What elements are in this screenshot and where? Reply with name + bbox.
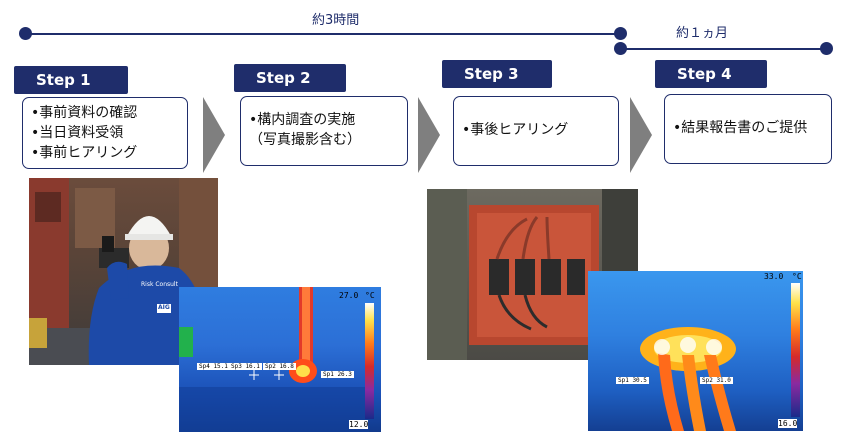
step-2-tab: Step 2 xyxy=(234,64,346,92)
step-3-tab: Step 3 xyxy=(442,60,552,88)
spot-tag: Sp1 30.5 xyxy=(616,377,649,384)
timeline-label-phase1: 約3時間 xyxy=(312,13,360,28)
timeline-line-phase2 xyxy=(621,48,827,50)
spot-tag: Sp2 16.8 xyxy=(263,363,296,370)
timeline-phase2-start-dot xyxy=(614,42,627,55)
spot-tag: Sp2 31.0 xyxy=(700,377,733,384)
chevron-arrow-icon xyxy=(203,97,225,173)
step-1-line-3: •事前ヒアリング xyxy=(31,145,138,161)
scale-max-label: 27.0 xyxy=(339,291,359,300)
scale-min-label: 16.0 xyxy=(778,419,798,428)
step-4-line-1: •結果報告書のご提供 xyxy=(673,120,808,136)
step-4-tab: Step 4 xyxy=(655,60,767,88)
thermal-image-2-graphic xyxy=(640,327,736,431)
step-1-line-2: •当日資料受領 xyxy=(31,125,124,141)
thermal-image-1: Sp4 15.1 Sp3 16.1 Sp2 16.8 Sp1 26.3 27.0… xyxy=(179,287,381,432)
timeline-label-phase2: 約１ヵ月 xyxy=(676,26,729,41)
spot-tag: Sp3 16.1 xyxy=(229,363,262,370)
thermal-image-1-graphic xyxy=(179,287,369,432)
spot-tag: Sp1 26.3 xyxy=(321,371,354,378)
step-2-box: •構内調査の実施 （写真撮影含む） xyxy=(240,96,408,166)
scale-unit-label: °C xyxy=(365,291,375,300)
timeline-end-dot xyxy=(820,42,833,55)
step-2-line-2: （写真撮影含む） xyxy=(249,132,361,148)
aig-badge: AIG xyxy=(158,304,170,311)
chevron-arrow-icon xyxy=(418,97,440,173)
scale-max-label: 33.0 xyxy=(764,272,784,281)
step-1-box: •事前資料の確認 •当日資料受領 •事前ヒアリング xyxy=(22,97,188,169)
step-2-line-1: •構内調査の実施 xyxy=(249,112,356,128)
temperature-scale-bar xyxy=(365,303,374,419)
step-3-line-1: •事後ヒアリング xyxy=(462,122,569,138)
chevron-arrow-icon xyxy=(630,97,652,173)
timeline-line-phase1 xyxy=(25,33,621,35)
temperature-scale-bar xyxy=(791,283,800,417)
step-3-box: •事後ヒアリング xyxy=(453,96,619,166)
timeline-mid-dot xyxy=(614,27,627,40)
timeline-start-dot xyxy=(19,27,32,40)
scale-min-label: 12.0 xyxy=(349,420,369,429)
electrical-panel-graphic xyxy=(427,189,638,360)
spot-tag: Sp4 15.1 xyxy=(197,363,230,370)
thermal-image-2: Sp1 30.5 Sp2 31.0 33.0 °C 16.0 xyxy=(588,271,803,431)
vest-text: Risk Consult xyxy=(141,281,178,288)
scale-unit-label: °C xyxy=(792,272,802,281)
step-4-box: •結果報告書のご提供 xyxy=(664,94,832,164)
step-1-tab: Step 1 xyxy=(14,66,128,94)
step-1-line-1: •事前資料の確認 xyxy=(31,105,138,121)
